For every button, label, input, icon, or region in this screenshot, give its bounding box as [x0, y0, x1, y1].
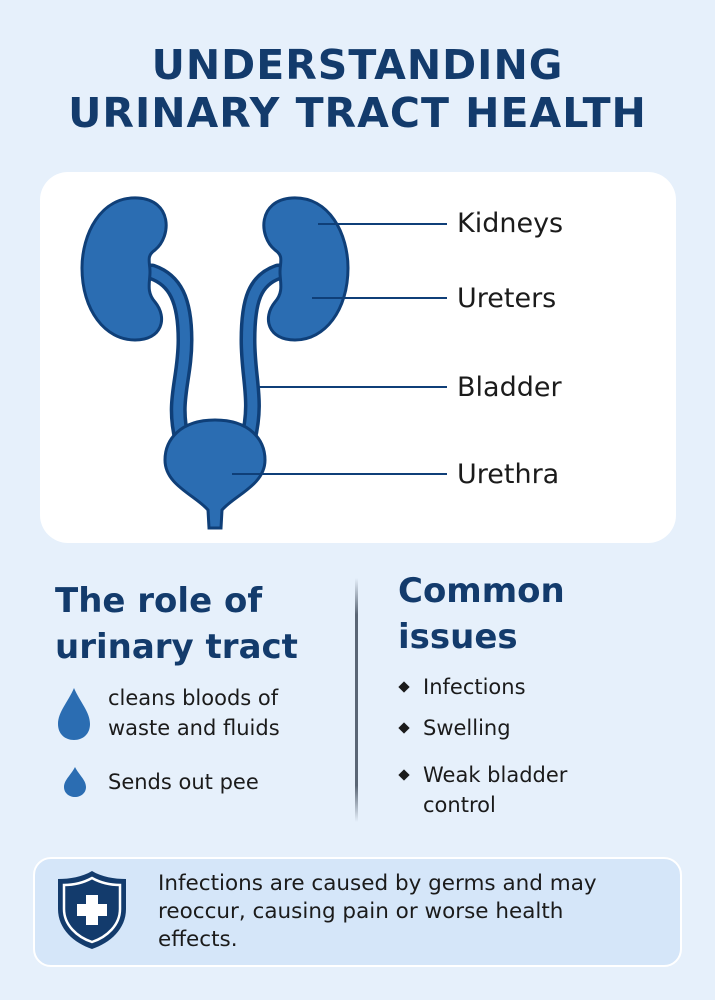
bullet-diamond-icon [398, 681, 410, 693]
role-heading-line-1: The role of [55, 581, 263, 621]
role-item-2: Sends out pee [108, 770, 259, 794]
label-ureters: Ureters [457, 283, 557, 314]
column-divider [355, 578, 358, 822]
issue-item-3-line-2: control [423, 793, 496, 817]
info-note-box [33, 857, 682, 967]
issue-item-2: Swelling [423, 716, 511, 740]
label-bladder: Bladder [457, 372, 562, 403]
bullet-diamond-icon [398, 722, 410, 734]
water-drop-icon [58, 688, 90, 740]
issues-heading-line-1: Common [398, 571, 565, 611]
bullet-diamond-icon [398, 769, 410, 781]
note-line-3: effects. [158, 927, 238, 952]
page-title-line-1: UNDERSTANDING [151, 41, 564, 89]
urinary-tract-diagram [80, 196, 447, 530]
role-item-1-line-1: cleans bloods of [108, 686, 279, 710]
kidney-right [262, 196, 350, 342]
kidney-left [80, 196, 168, 342]
medical-shield-icon [58, 871, 126, 949]
label-urethra: Urethra [457, 459, 560, 490]
issue-item-1: Infections [423, 675, 526, 699]
role-heading-line-2: urinary tract [55, 627, 298, 667]
issue-item-3-line-1: Weak bladder [423, 763, 568, 787]
issues-heading-line-2: issues [398, 617, 518, 657]
note-line-1: Infections are caused by germs and may [158, 871, 597, 896]
water-drop-icon [64, 767, 86, 797]
bladder [163, 418, 267, 530]
role-item-1-line-2: waste and fluids [108, 716, 280, 740]
note-line-2: reoccur, causing pain or worse health [158, 899, 564, 924]
page-title-line-2: URINARY TRACT HEALTH [68, 89, 647, 137]
label-kidneys: Kidneys [457, 208, 564, 239]
